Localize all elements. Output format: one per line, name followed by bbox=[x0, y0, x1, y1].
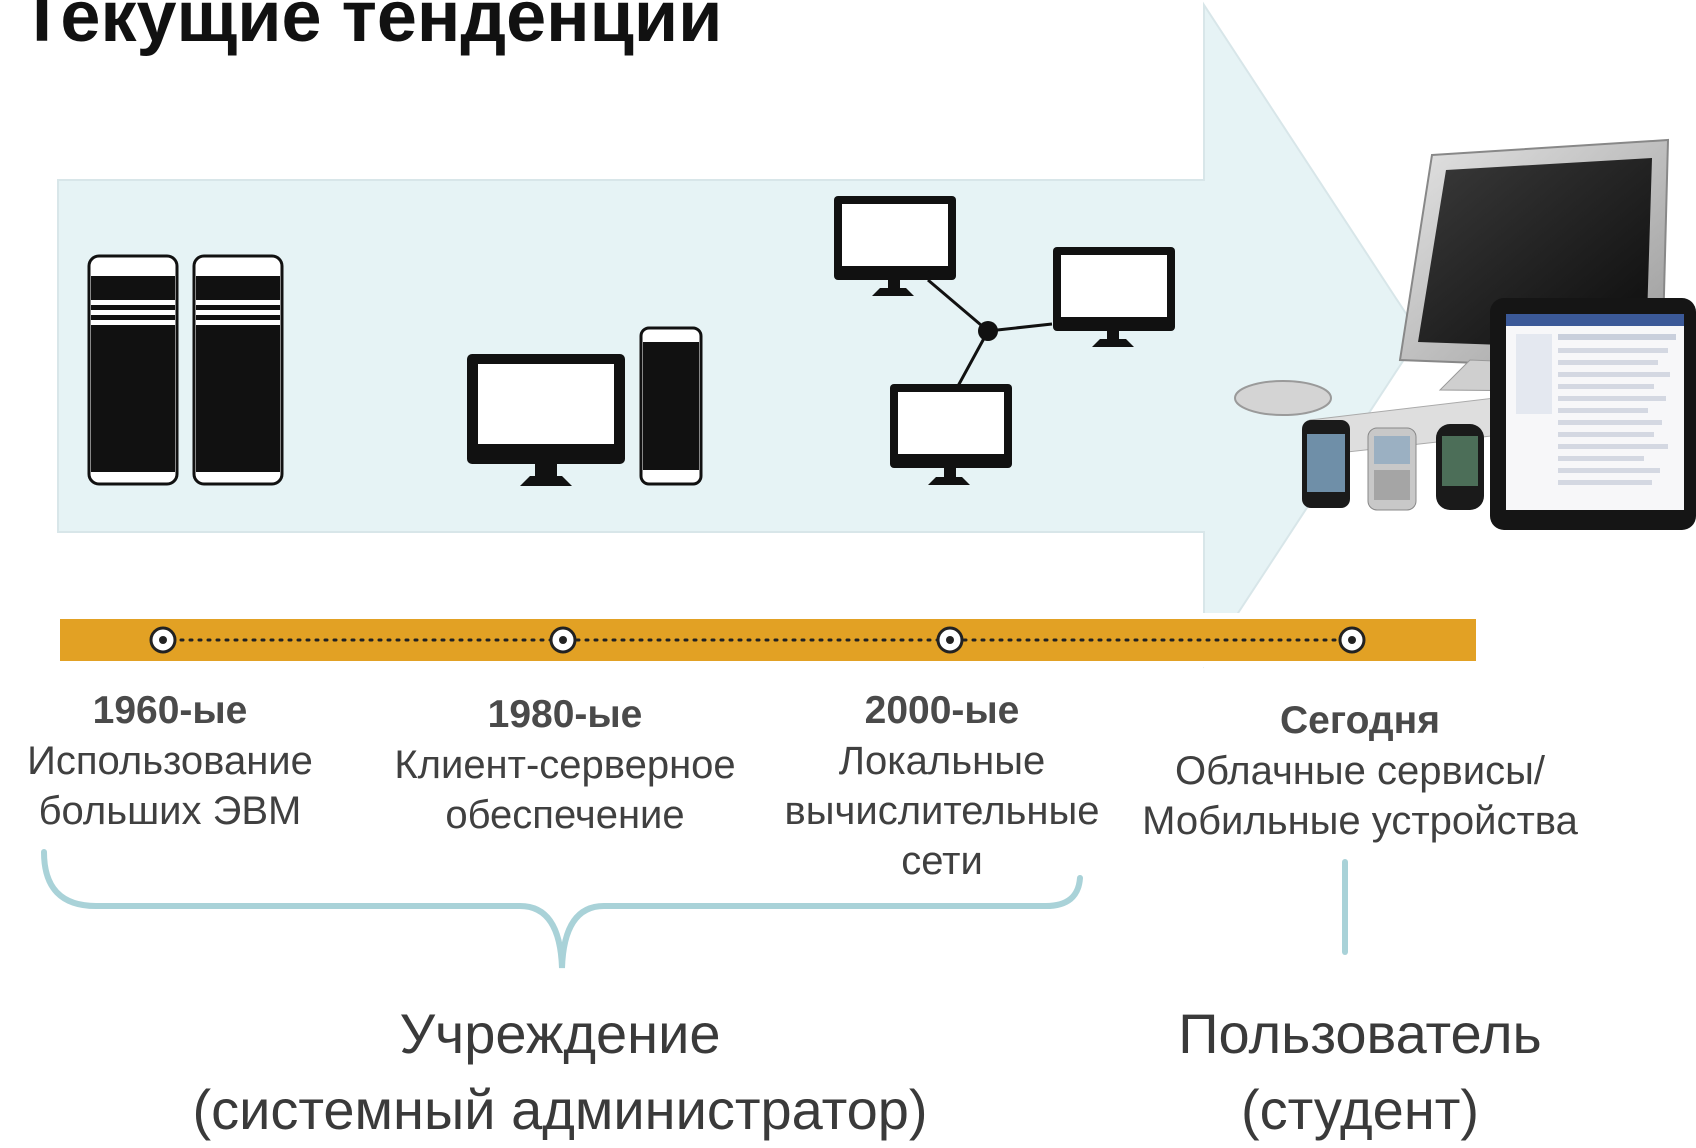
timeline-marker bbox=[549, 626, 577, 654]
period-description: Клиент-серверное обеспечение bbox=[394, 743, 736, 837]
timeline-marker bbox=[1338, 626, 1366, 654]
timeline-label-1960s: 1960-ые Использование больших ЭВМ bbox=[10, 686, 330, 836]
timeline-label-2000s: 2000-ые Локальные вычислительные сети bbox=[762, 686, 1122, 886]
timeline-label-today: Сегодня Облачные сервисы/ Мобильные устр… bbox=[1110, 696, 1610, 846]
year-label: 2000-ые bbox=[864, 689, 1020, 732]
institution-title: Учреждение bbox=[399, 1002, 721, 1065]
institution-subtitle: (системный администратор) bbox=[192, 1078, 928, 1141]
timeline-marker bbox=[149, 626, 177, 654]
year-label: 1960-ые bbox=[92, 689, 248, 732]
year-label: 1980-ые bbox=[487, 693, 643, 736]
devices-icon bbox=[1234, 138, 1696, 530]
slide-title: Текущие тенденции bbox=[20, 0, 723, 57]
client-server-icon bbox=[467, 326, 703, 486]
institution-brace bbox=[41, 849, 1083, 969]
period-description: Локальные вычислительные сети bbox=[784, 739, 1100, 883]
timeline-label-1980s: 1980-ые Клиент-серверное обеспечение bbox=[380, 690, 750, 840]
user-subtitle: (студент) bbox=[1240, 1078, 1480, 1141]
network-icon bbox=[834, 196, 1175, 485]
user-group-label: Пользователь (студент) bbox=[1110, 996, 1610, 1148]
timeline-marker bbox=[936, 626, 964, 654]
year-label: Сегодня bbox=[1280, 699, 1440, 742]
period-description: Использование больших ЭВМ bbox=[27, 739, 313, 833]
mainframe-icon bbox=[87, 254, 284, 486]
institution-group-label: Учреждение (системный администратор) bbox=[110, 996, 1010, 1148]
period-description: Облачные сервисы/ Мобильные устройства bbox=[1142, 749, 1578, 843]
user-title: Пользователь bbox=[1178, 1002, 1542, 1065]
